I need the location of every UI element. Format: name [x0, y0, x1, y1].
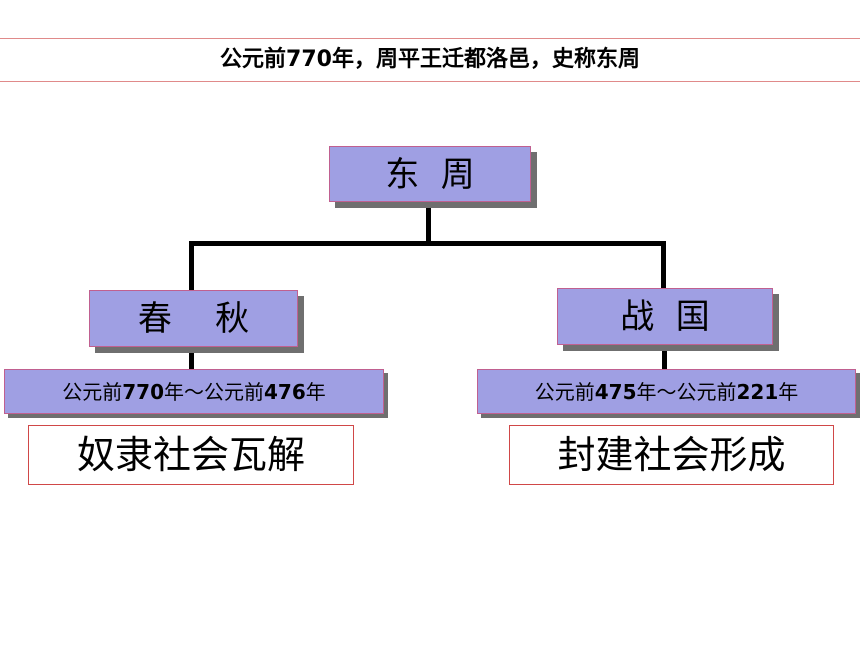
chunqiu-date-range: 公元前770年～公元前476年: [4, 369, 384, 414]
root-connector: [426, 200, 431, 244]
chunqiu-date-sep: 年～公元前: [164, 380, 264, 404]
zhanguo-date-sep: 年～公元前: [636, 380, 737, 404]
chunqiu-date-start: 770: [122, 380, 164, 404]
zhanguo-date-end: 221: [736, 380, 779, 404]
zhanguo-society-label: 封建社会形成: [557, 433, 786, 477]
left-date-connector: [189, 346, 194, 370]
node-zhanguo-label: 战 国: [620, 297, 710, 337]
node-dongzhou: 东 周: [329, 146, 531, 202]
right-drop-connector: [661, 241, 666, 289]
chunqiu-date-end: 476: [264, 380, 306, 404]
chunqiu-society-label: 奴隶社会瓦解: [76, 433, 305, 477]
chunqiu-society: 奴隶社会瓦解: [28, 425, 354, 485]
branch-bar: [189, 241, 666, 246]
left-drop-connector: [189, 241, 194, 291]
node-zhanguo: 战 国: [557, 288, 773, 345]
zhanguo-date-start: 475: [594, 380, 637, 404]
page-title: 公元前770年，周平王迁都洛邑，史称东周: [220, 47, 640, 72]
right-date-connector: [662, 344, 667, 370]
node-chunqiu-label: 春 秋: [137, 299, 250, 339]
header-bottom-rule: [0, 81, 860, 82]
zhanguo-date-range: 公元前475年～公元前221年: [477, 369, 856, 414]
zhanguo-date-prefix: 公元前: [534, 380, 595, 404]
node-dongzhou-label: 东 周: [385, 155, 475, 195]
chunqiu-date-prefix: 公元前: [62, 380, 123, 404]
node-chunqiu: 春 秋: [89, 290, 298, 347]
header-top-rule: [0, 38, 860, 39]
chunqiu-date-suffix: 年: [305, 380, 326, 404]
zhanguo-date-suffix: 年: [778, 380, 799, 404]
zhanguo-society: 封建社会形成: [509, 425, 834, 485]
